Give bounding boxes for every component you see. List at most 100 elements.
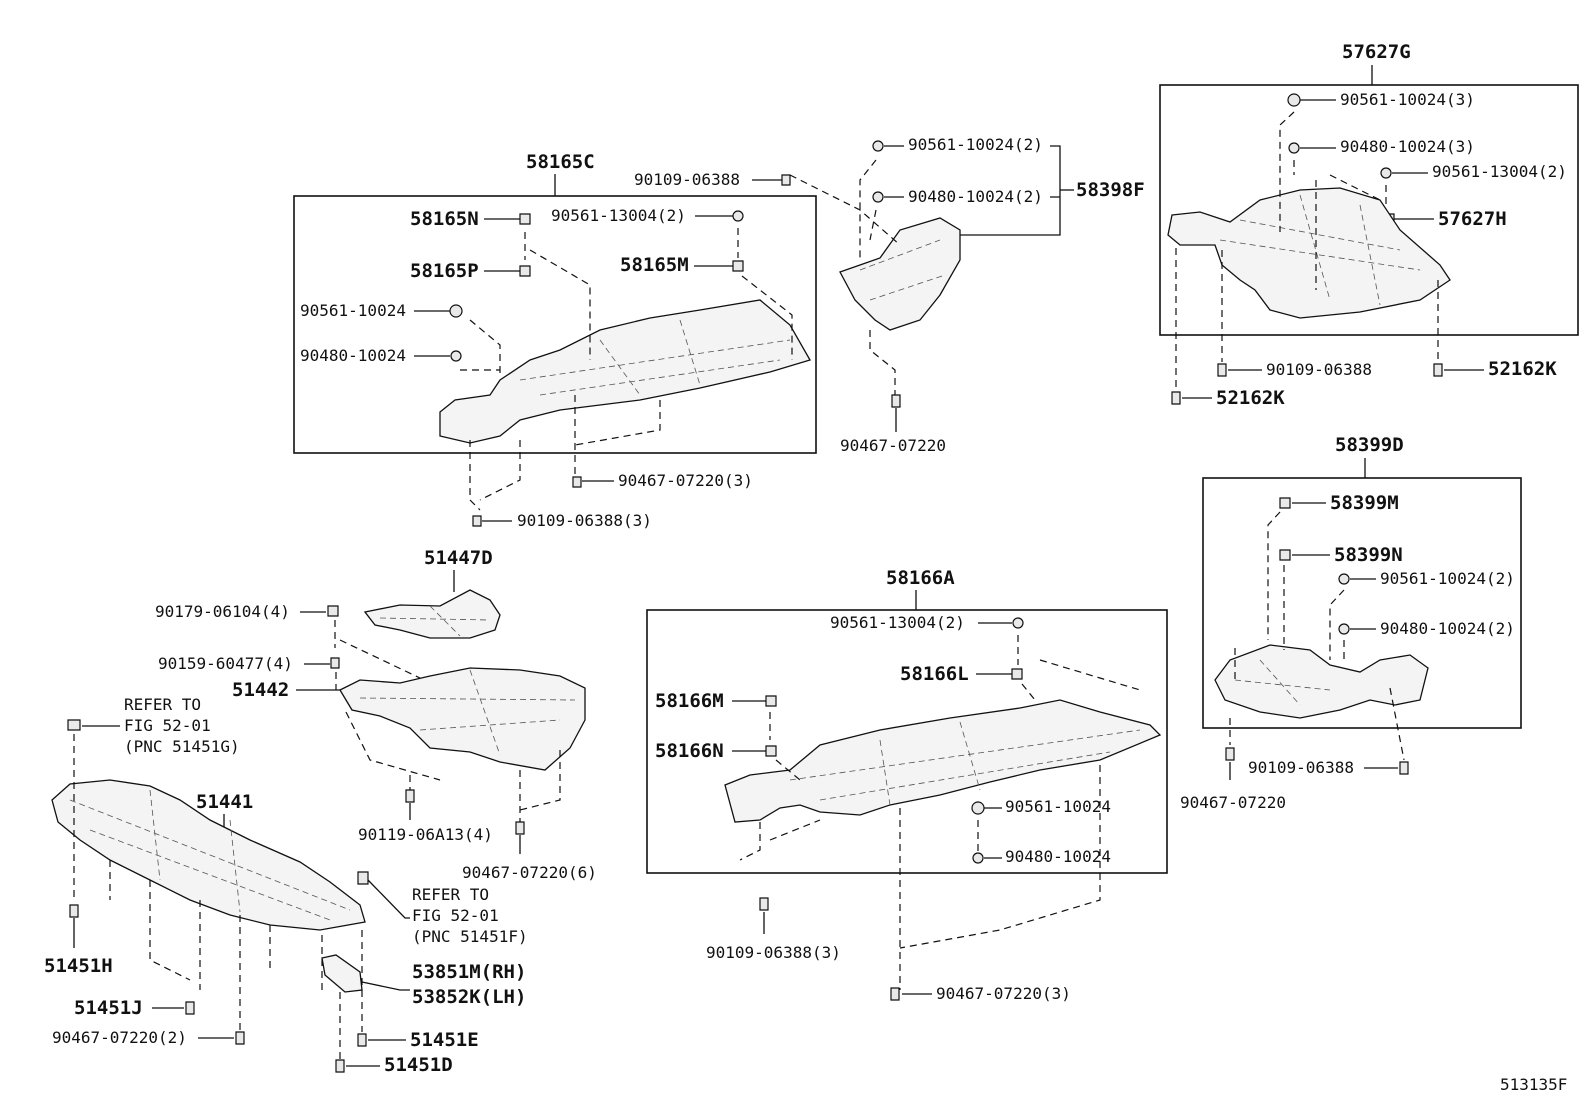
side-cover-58399d[interactable] — [1214, 644, 1429, 719]
label-58165n[interactable]: 58165N — [410, 208, 479, 230]
label-90480-10024-b[interactable]: 90480-10024 — [1005, 847, 1111, 866]
label-90109-06388-b[interactable]: 90109-06388 — [1266, 360, 1372, 379]
label-51451e[interactable]: 51451E — [410, 1029, 479, 1051]
clip-icon — [357, 1033, 367, 1047]
nut-icon — [872, 191, 884, 203]
engine-undercover-58166a[interactable] — [724, 699, 1162, 823]
label-58398f[interactable]: 58398F — [1076, 179, 1145, 201]
label-58165m[interactable]: 58165M — [620, 254, 689, 276]
label-90561-13004-2-c[interactable]: 90561-13004(2) — [830, 613, 965, 632]
label-90561-10024-2-b[interactable]: 90561-10024(2) — [1380, 569, 1515, 588]
label-90467-07220[interactable]: 90467-07220 — [840, 436, 946, 455]
label-58399d[interactable]: 58399D — [1335, 434, 1404, 456]
label-90467-07220-b[interactable]: 90467-07220 — [1180, 793, 1286, 812]
clip-icon — [519, 213, 531, 225]
label-90561-10024-3[interactable]: 90561-10024(3) — [1340, 90, 1475, 109]
label-90561-13004-2-b[interactable]: 90561-13004(2) — [1432, 162, 1567, 181]
bolt-icon — [891, 394, 901, 408]
engine-undercover-51441[interactable] — [51, 779, 366, 931]
group-51441: REFER TO FIG 52-01 (PNC 51451G) 51441 51… — [44, 695, 528, 1076]
label-51451h[interactable]: 51451H — [44, 955, 113, 977]
clip-icon — [732, 260, 744, 272]
fender-liner-51442[interactable] — [339, 667, 586, 771]
bolt-icon — [1225, 747, 1235, 761]
grommet-icon — [1287, 93, 1301, 107]
group-51442: 51447D 90179-06104(4) 90159-60477(4) 514… — [155, 547, 597, 882]
bolt-icon — [405, 789, 415, 803]
group-58399d: 58399D 58399M 58399N 90561-10024(2) 9048… — [1180, 434, 1522, 812]
bolt-icon — [235, 1031, 245, 1045]
engine-undercover-57627g[interactable] — [1167, 187, 1451, 319]
label-57627h[interactable]: 57627H — [1438, 208, 1507, 230]
grommet-icon — [732, 210, 744, 222]
label-51447d[interactable]: 51447D — [424, 547, 493, 569]
label-90179-06104-4[interactable]: 90179-06104(4) — [155, 602, 290, 621]
bolt-icon — [890, 987, 900, 1001]
label-90561-10024-2[interactable]: 90561-10024(2) — [908, 135, 1043, 154]
label-90467-07220-3[interactable]: 90467-07220(3) — [618, 471, 753, 490]
screw-icon — [1217, 363, 1227, 377]
label-90467-07220-6[interactable]: 90467-07220(6) — [462, 863, 597, 882]
label-51451j[interactable]: 51451J — [74, 997, 143, 1019]
label-90159-60477-4[interactable]: 90159-60477(4) — [158, 654, 293, 673]
label-51441[interactable]: 51441 — [196, 791, 253, 813]
label-90480-10024-3[interactable]: 90480-10024(3) — [1340, 137, 1475, 156]
clip-icon — [1433, 363, 1443, 377]
label-58166n[interactable]: 58166N — [655, 740, 724, 762]
cover-51447d[interactable] — [363, 589, 501, 639]
side-cover-58398f[interactable] — [839, 217, 961, 331]
label-90467-07220-2[interactable]: 90467-07220(2) — [52, 1028, 187, 1047]
figure-id: 513135F — [1500, 1075, 1567, 1094]
label-57627g[interactable]: 57627G — [1342, 41, 1411, 63]
grommet-icon — [1338, 573, 1350, 585]
label-52162k-a[interactable]: 52162K — [1488, 358, 1557, 380]
label-53852k[interactable]: 53852K(LH) — [412, 986, 526, 1008]
engine-undercover-58165c[interactable] — [439, 299, 811, 444]
label-refer-a-3[interactable]: (PNC 51451G) — [124, 737, 240, 756]
group-box-58166a — [646, 609, 1168, 874]
label-53851m[interactable]: 53851M(RH) — [412, 961, 526, 983]
label-90109-06388-3-b[interactable]: 90109-06388(3) — [706, 943, 841, 962]
label-refer-b-2[interactable]: FIG 52-01 — [412, 906, 499, 925]
group-57627g: 57627G 90561-10024(3) 90480-10024(3) 905… — [1159, 41, 1579, 409]
label-58166m[interactable]: 58166M — [655, 690, 724, 712]
label-refer-a-1[interactable]: REFER TO — [124, 695, 201, 714]
label-90467-07220-3-b[interactable]: 90467-07220(3) — [936, 984, 1071, 1003]
label-58399m[interactable]: 58399M — [1330, 492, 1399, 514]
label-90480-10024-2-b[interactable]: 90480-10024(2) — [1380, 619, 1515, 638]
label-90480-10024-2[interactable]: 90480-10024(2) — [908, 187, 1043, 206]
label-90480-10024[interactable]: 90480-10024 — [300, 346, 406, 365]
clip-icon — [765, 745, 777, 757]
label-90109-06388-3[interactable]: 90109-06388(3) — [517, 511, 652, 530]
clip-icon — [1171, 391, 1181, 405]
label-58399n[interactable]: 58399N — [1334, 544, 1403, 566]
group-box-57627g — [1159, 84, 1579, 336]
label-90561-13004-2[interactable]: 90561-13004(2) — [551, 206, 686, 225]
label-51442[interactable]: 51442 — [232, 679, 289, 701]
label-refer-a-2[interactable]: FIG 52-01 — [124, 716, 211, 735]
grommet-icon — [971, 801, 985, 815]
label-58165p[interactable]: 58165P — [410, 260, 479, 282]
label-90109-06388[interactable]: 90109-06388 — [634, 170, 740, 189]
label-refer-b-1[interactable]: REFER TO — [412, 885, 489, 904]
bolt-icon — [515, 821, 525, 835]
label-52162k-b[interactable]: 52162K — [1216, 387, 1285, 409]
label-58166a[interactable]: 58166A — [886, 567, 955, 589]
nut-icon — [1288, 142, 1300, 154]
bolt-icon — [572, 476, 582, 488]
clip-icon — [185, 1001, 195, 1015]
grommet-icon — [1380, 167, 1392, 179]
label-90561-10024-b[interactable]: 90561-10024 — [1005, 797, 1111, 816]
label-90109-06388-c[interactable]: 90109-06388 — [1248, 758, 1354, 777]
label-58166l[interactable]: 58166L — [900, 663, 969, 685]
seal-53851m[interactable] — [321, 954, 363, 993]
label-58165c[interactable]: 58165C — [526, 151, 595, 173]
label-51451d[interactable]: 51451D — [384, 1054, 453, 1076]
grommet-icon — [1012, 617, 1024, 629]
label-refer-b-3[interactable]: (PNC 51451F) — [412, 927, 528, 946]
label-90561-10024[interactable]: 90561-10024 — [300, 301, 406, 320]
grommet-icon — [449, 304, 463, 318]
clip-icon — [519, 265, 531, 277]
group-box-58399d — [1202, 477, 1522, 729]
label-90119-06a13-4[interactable]: 90119-06A13(4) — [358, 825, 493, 844]
